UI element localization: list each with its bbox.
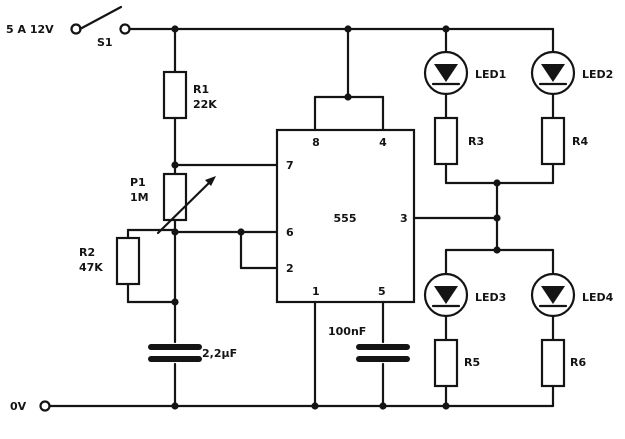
ground-label: 0V (10, 400, 27, 413)
r2-value: 47K (79, 261, 103, 274)
ground-terminal (39, 400, 51, 412)
timing-capacitor-plate-bottom (148, 356, 202, 362)
lower-led-branch: LED3 R5 LED4 R6 (423, 248, 614, 408)
pin-1: 1 (312, 285, 320, 298)
switch-terminal (119, 23, 131, 35)
supply-label: 5 A 12V (6, 23, 54, 36)
timing-network: R1 22K P1 1M R2 47K 2,2µF (79, 27, 279, 408)
r1-value: 22K (193, 98, 217, 111)
switch-s1: S1 (78, 5, 131, 49)
control-capacitor-value: 100nF (328, 325, 366, 338)
resistor-r2 (115, 236, 141, 286)
p1-name: P1 (130, 176, 146, 189)
pot-arrow-icon (205, 176, 216, 186)
p1-value: 1M (130, 191, 149, 204)
r3-name: R3 (468, 135, 484, 148)
upper-led-branch: LED1 R3 LED2 R4 (423, 27, 613, 252)
pin-8: 8 (312, 136, 320, 149)
resistor-r4 (540, 116, 566, 166)
pin-2: 2 (286, 262, 294, 275)
led3-label: LED3 (475, 291, 506, 304)
pin-4: 4 (379, 136, 387, 149)
r4-name: R4 (572, 135, 588, 148)
junction-dots (171, 25, 501, 410)
switch-label: S1 (97, 36, 113, 49)
pin-7: 7 (286, 159, 294, 172)
control-capacitor-plate-bottom (356, 356, 410, 362)
ic-label: 555 (334, 212, 357, 225)
timing-capacitor-plate-top (148, 344, 202, 350)
led4-label: LED4 (582, 291, 614, 304)
pin-3: 3 (400, 212, 408, 225)
ic-555: 555 8 4 7 6 2 3 1 5 100nF (275, 27, 499, 408)
timing-capacitor-value: 2,2µF (202, 347, 237, 360)
r6-name: R6 (570, 356, 586, 369)
r2-name: R2 (79, 246, 95, 259)
led1-label: LED1 (475, 68, 506, 81)
led2-diode-icon (541, 64, 565, 82)
resistor-r1 (162, 70, 188, 120)
pin-5: 5 (378, 285, 386, 298)
led4-diode-icon (541, 286, 565, 304)
led1-diode-icon (434, 64, 458, 82)
led2-label: LED2 (582, 68, 613, 81)
ic-body (275, 128, 416, 304)
supply-input: 5 A 12V (6, 23, 82, 36)
control-capacitor-plate-top (356, 344, 410, 350)
switch-lever (78, 5, 123, 31)
resistor-r3 (433, 116, 459, 166)
potentiometer-p1 (162, 172, 188, 222)
resistor-r5 (433, 338, 459, 388)
ground-rail: 0V (10, 400, 555, 413)
pin-6: 6 (286, 226, 294, 239)
r5-name: R5 (464, 356, 480, 369)
r1-name: R1 (193, 83, 209, 96)
led3-diode-icon (434, 286, 458, 304)
resistor-r6 (540, 338, 566, 388)
